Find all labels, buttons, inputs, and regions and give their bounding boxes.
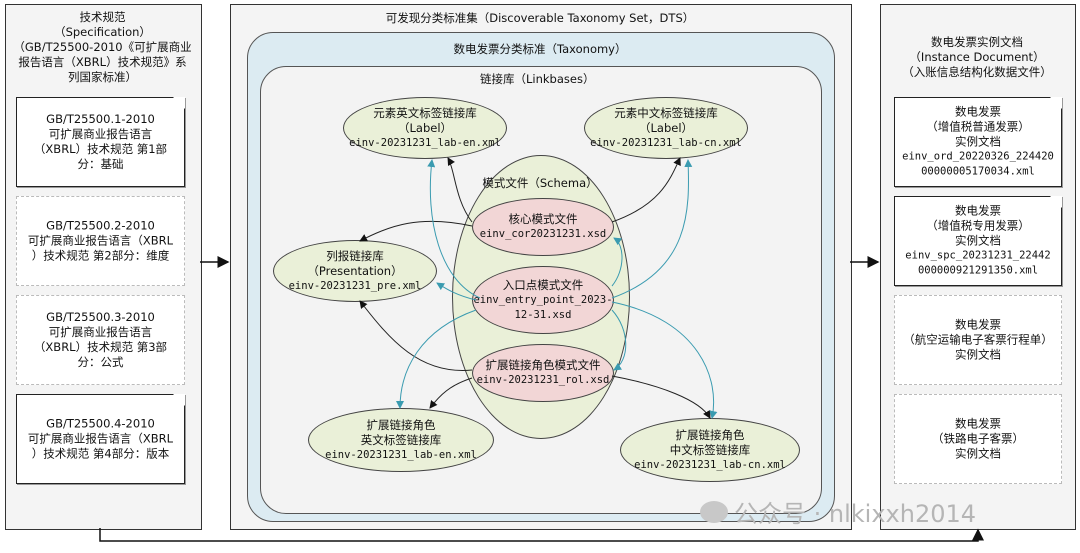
presentation-linkbase: 列报链接库（Presentation）einv-20231231_pre.xml [273, 240, 437, 302]
arrow-role-to-ext-cn [611, 375, 711, 419]
arrow-role-to-ext-en [429, 377, 473, 409]
instance-title: 数电发票实例文档（Instance Document）（入账信息结构化数据文件） [902, 35, 1052, 79]
linkbases-label: 链接库（Linkbases） [480, 72, 595, 86]
teal-entry-to-label-en [427, 159, 481, 299]
instance-doc-rail: 数电发票（铁路电子客票）实例文档 [894, 394, 1062, 484]
schema-label: 模式文件（Schema） [482, 176, 598, 190]
instance-doc-air: 数电发票（航空运输电子客票行程单）实例文档 [894, 295, 1062, 385]
arrow-core-to-label-cn [611, 157, 681, 223]
label-en-linkbase: 元素英文标签链接库（Label）einv-20231231_lab-en.xml [343, 97, 507, 159]
instance-doc-special: 数电发票（增值税专用发票）实例文档 einv_spc_20231231_2244… [894, 196, 1062, 286]
watermark: 公众号 · nlkixxh2014 [700, 494, 976, 529]
arrow-spec-to-instance-bottom [99, 528, 984, 542]
dts-title: 可发现分类标准集（Discoverable Taxonomy Set，DTS） [385, 11, 695, 25]
instance-doc-ordinary: 数电发票（增值税普通发票）实例文档 einv_ord_20220326_2244… [894, 97, 1062, 187]
teal-entry-to-core [611, 237, 623, 287]
arrow-core-to-label-en [447, 157, 473, 223]
teal-entry-to-role [611, 309, 627, 371]
teal-entry-to-presentation [436, 282, 477, 301]
specification-title: 技术规范 （Specification） （GB/T25500-2010《可扩展… [13, 10, 192, 84]
label-cn-linkbase: 元素中文标签链接库（Label）einv-20231231_lab-cn.xml [584, 97, 748, 159]
taxonomy-label: 数电发票分类标准（Taxonomy） [453, 42, 627, 56]
arrow-role-to-presentation [359, 300, 473, 371]
teal-entry-to-ext-en [396, 309, 477, 409]
teal-entry-to-label-cn [611, 159, 693, 299]
wechat-icon [700, 500, 728, 523]
arrow-core-to-presentation [359, 220, 473, 242]
teal-entry-to-ext-cn [611, 301, 718, 419]
